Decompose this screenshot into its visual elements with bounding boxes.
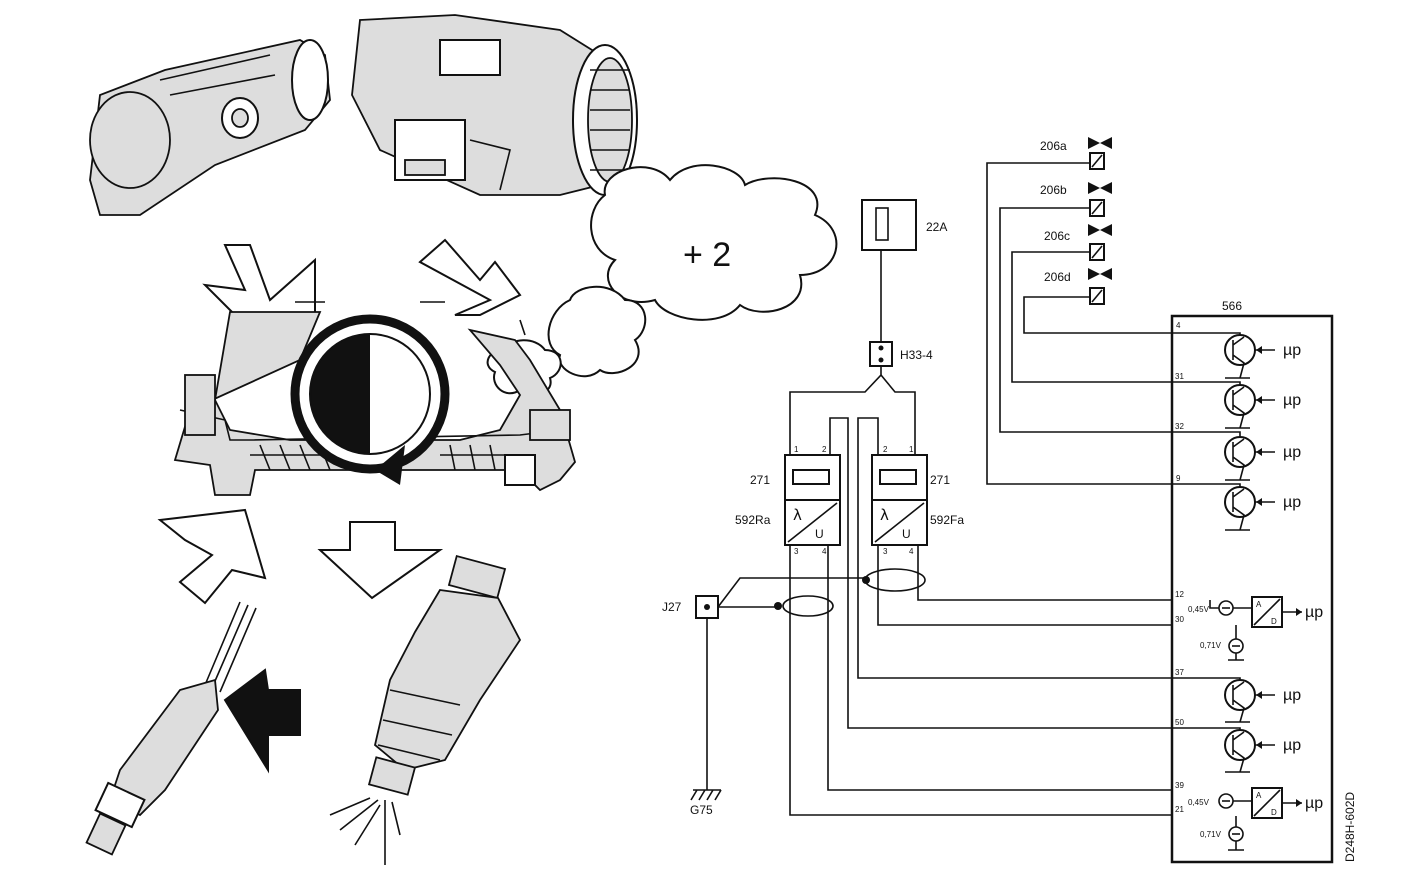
- driver-transistor-5: [1172, 677, 1275, 723]
- svg-text:A: A: [1256, 791, 1262, 800]
- fuse-label: 22A: [926, 220, 947, 234]
- pin-2-left: 2: [822, 445, 827, 454]
- driver-transistor-1: [1172, 332, 1275, 379]
- document-code: D248H-602D: [1343, 792, 1357, 862]
- pin-4-right: 4: [909, 547, 914, 556]
- supply-cloud: + 2: [486, 164, 838, 396]
- svg-text:D: D: [1271, 808, 1277, 817]
- pin-1-left: 1: [794, 445, 799, 454]
- injector-illustration: [329, 554, 522, 865]
- svg-text:12: 12: [1175, 590, 1184, 599]
- connector-label: H33-4: [900, 348, 933, 362]
- injector-label-206d: 206d: [1044, 270, 1071, 284]
- air-mass-meter-illustration: [351, 14, 638, 196]
- input-arrow-left: [202, 244, 316, 321]
- pin-4-left: 4: [822, 547, 827, 556]
- driver-transistor-2: [1172, 381, 1275, 429]
- cloud-plus-two-label: + 2: [683, 236, 731, 274]
- heater-left-label: 271: [750, 473, 770, 487]
- lambda-symbol-left: λ: [793, 506, 802, 524]
- injector-label-206a: 206a: [1040, 139, 1067, 153]
- injector-symbols: [1088, 137, 1112, 305]
- svg-text:D: D: [1271, 617, 1277, 626]
- mu-label-2: µp: [1283, 392, 1301, 409]
- svg-text:32: 32: [1175, 422, 1184, 431]
- svg-text:4: 4: [1176, 321, 1181, 330]
- driver-transistor-3: [1172, 431, 1275, 481]
- pin-2-right: 2: [883, 445, 888, 454]
- svg-text:39: 39: [1175, 781, 1184, 790]
- u-symbol-left: U: [815, 527, 824, 541]
- junction-label: J27: [662, 600, 682, 614]
- mu-label-ad-upper: µp: [1305, 604, 1323, 621]
- voltage-a-upper: 0,45V: [1188, 605, 1210, 614]
- lambda-sensor-illustration: [85, 601, 257, 856]
- mu-label-5: µp: [1283, 687, 1301, 704]
- heater-right-label: 271: [930, 473, 950, 487]
- feedback-arrow-up: [157, 508, 267, 605]
- sensor-left-label: 592Ra: [735, 513, 771, 527]
- pin-3-right: 3: [883, 547, 888, 556]
- injector-label-206b: 206b: [1040, 183, 1067, 197]
- input-arrow-right: [418, 238, 522, 316]
- mu-label-4: µp: [1283, 494, 1301, 511]
- crank-sensor-illustration: [89, 39, 331, 216]
- fuse-element: [875, 207, 889, 241]
- fuse-box: [861, 199, 917, 251]
- sensor-right-label: 592Fa: [930, 513, 964, 527]
- ground-label: G75: [690, 803, 713, 817]
- svg-text:50: 50: [1175, 718, 1184, 727]
- voltage-a-lower: 0,45V: [1188, 798, 1210, 807]
- lambda-symbol-right: λ: [880, 506, 889, 524]
- voltage-b-upper: 0,71V: [1200, 641, 1222, 650]
- ecu-label: 566: [1222, 299, 1242, 313]
- ad-converter-lower: A D: [1218, 787, 1302, 851]
- svg-text:21: 21: [1175, 805, 1184, 814]
- svg-text:A: A: [1256, 600, 1262, 609]
- shield-right: [864, 568, 926, 592]
- voltage-b-lower: 0,71V: [1200, 830, 1222, 839]
- ad-converter-upper: A D: [1209, 596, 1302, 661]
- mu-label-6: µp: [1283, 737, 1301, 754]
- ecu-566-box: [1170, 314, 1334, 864]
- shield-left: [782, 595, 834, 617]
- svg-text:31: 31: [1175, 372, 1184, 381]
- ecu-pin-numbers: 4 31 32 9 12 30 37 50 39 21: [1175, 321, 1184, 814]
- pin-1-right: 1: [909, 445, 914, 454]
- driver-transistor-4: [1172, 483, 1275, 531]
- mu-label-3: µp: [1283, 444, 1301, 461]
- svg-text:9: 9: [1176, 474, 1181, 483]
- ecu-illustration: [173, 311, 576, 496]
- output-arrow-down: [317, 521, 444, 600]
- pin-3-left: 3: [794, 547, 799, 556]
- driver-transistor-6: [1172, 727, 1275, 773]
- mu-label-1: µp: [1283, 342, 1301, 359]
- control-loop-circle: [290, 314, 450, 485]
- svg-text:30: 30: [1175, 615, 1184, 624]
- injector-label-206c: 206c: [1044, 229, 1070, 243]
- exhaust-arrow-black: [223, 668, 301, 774]
- svg-text:37: 37: [1175, 668, 1184, 677]
- u-symbol-right: U: [902, 527, 911, 541]
- mu-label-ad-lower: µp: [1305, 795, 1323, 812]
